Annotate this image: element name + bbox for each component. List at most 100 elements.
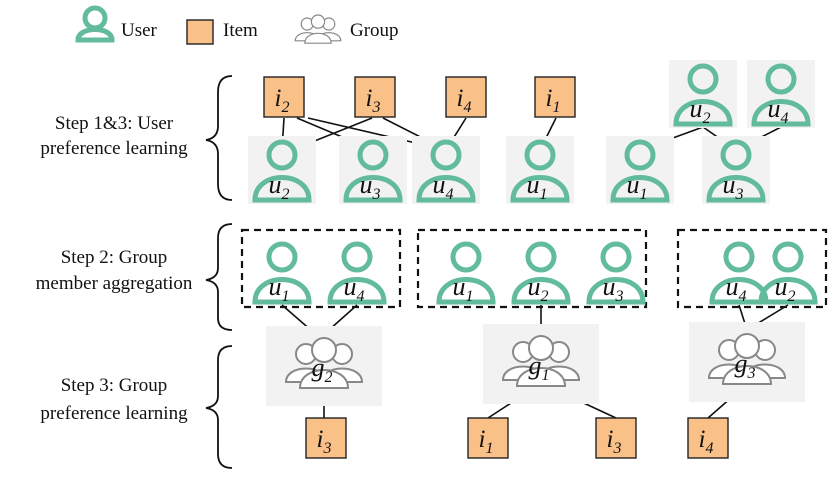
- step3-label-line1: Step 3: Group: [61, 375, 168, 396]
- item-label: i2: [275, 85, 290, 116]
- item-square-icon: [534, 76, 576, 118]
- user-label: u2: [269, 170, 290, 203]
- bottom-item-3: i3: [595, 417, 637, 459]
- item-label: i1: [479, 426, 494, 457]
- user-icon: [706, 139, 766, 203]
- user-label: u1: [527, 170, 548, 203]
- group-box-3-user-2: u2: [758, 241, 818, 305]
- user-label: u1: [269, 272, 290, 305]
- row2-user-6: u3: [702, 136, 770, 204]
- item-square-icon: [595, 417, 637, 459]
- legend: User Item Group: [75, 5, 399, 45]
- row2-user-2: u3: [339, 136, 407, 204]
- group-box-1: [240, 228, 402, 309]
- step2-label-line1: Step 2: Group: [61, 247, 168, 268]
- upper-user-2: u4: [747, 60, 815, 128]
- group-box-2-user-2: u2: [511, 241, 571, 305]
- item-label: i4: [457, 85, 472, 116]
- step1-label-line1: Step 1&3: User: [55, 113, 174, 134]
- bottom-item-2: i1: [467, 417, 509, 459]
- user-label: u4: [344, 272, 365, 305]
- step1-brace: [205, 75, 233, 201]
- user-icon: [252, 139, 312, 203]
- user-label: u4: [768, 94, 789, 127]
- item-square-icon: [687, 417, 729, 459]
- user-icon: [327, 241, 387, 305]
- user-icon: [416, 139, 476, 203]
- bottom-item-4: i4: [687, 417, 729, 459]
- item-label: i3: [366, 85, 381, 116]
- step1-label-line2: preference learning: [40, 138, 188, 159]
- user-label: u1: [453, 272, 474, 305]
- diagram-nodes: i2 i3 i4 i1 u2 u4 u2 u3 u4 u1 u1 u3 u1 u4 u1 u2 u3 u4 u2 g2…: [248, 60, 818, 459]
- user-label: u4: [433, 170, 454, 203]
- user-icon: [673, 63, 733, 127]
- user-label: u4: [726, 272, 747, 305]
- user-label: u1: [627, 170, 648, 203]
- row2-user-3: u4: [412, 136, 480, 204]
- user-label: u3: [603, 272, 624, 305]
- row1-item-2: i3: [354, 76, 396, 118]
- item-square-icon: [467, 417, 509, 459]
- user-icon: [758, 241, 818, 305]
- group-box-3-user-1: u4: [709, 241, 769, 305]
- row2-user-5: u1: [606, 136, 674, 204]
- upper-user-1: u2: [669, 60, 737, 128]
- group-node-1: g2: [266, 326, 382, 406]
- step2-label-line2: member aggregation: [36, 273, 193, 294]
- group-icon: [501, 335, 581, 387]
- group-box-1-user-1: u1: [252, 241, 312, 305]
- item-square-icon: [445, 76, 487, 118]
- item-square-icon: [263, 76, 305, 118]
- step2-brace: [205, 223, 233, 331]
- group-icon: [284, 337, 364, 389]
- item-square-icon: [305, 417, 347, 459]
- user-icon: [252, 241, 312, 305]
- user-icon: [343, 139, 403, 203]
- item-label: i1: [546, 85, 561, 116]
- legend-group-icon: [294, 14, 342, 44]
- user-label: u2: [690, 94, 711, 127]
- row2-user-1: u2: [248, 136, 316, 204]
- user-icon: [709, 241, 769, 305]
- item-label: i4: [699, 426, 714, 457]
- group-box-3: [676, 228, 828, 309]
- user-icon: [511, 241, 571, 305]
- group-label: g3: [735, 349, 756, 382]
- user-label: u3: [360, 170, 381, 203]
- item-square-icon: [354, 76, 396, 118]
- user-icon: [586, 241, 646, 305]
- group-box-1-user-2: u4: [327, 241, 387, 305]
- bottom-item-1: i3: [305, 417, 347, 459]
- step3-label-line2: preference learning: [40, 403, 188, 424]
- user-label: u2: [528, 272, 549, 305]
- legend-group-label: Group: [350, 20, 399, 41]
- legend-user-icon: [75, 5, 115, 43]
- item-label: i3: [317, 426, 332, 457]
- row1-item-4: i1: [534, 76, 576, 118]
- row1-item-1: i2: [263, 76, 305, 118]
- user-label: u3: [723, 170, 744, 203]
- user-icon: [610, 139, 670, 203]
- group-label: g1: [529, 351, 550, 384]
- group-label: g2: [312, 353, 333, 386]
- legend-item-icon: [186, 19, 214, 45]
- user-icon: [751, 63, 811, 127]
- legend-item-label: Item: [223, 20, 258, 41]
- legend-user-label: User: [121, 20, 158, 41]
- row1-item-3: i4: [445, 76, 487, 118]
- item-label: i3: [607, 426, 622, 457]
- user-icon: [436, 241, 496, 305]
- group-box-2-user-3: u3: [586, 241, 646, 305]
- user-icon: [510, 139, 570, 203]
- step3-brace: [205, 345, 233, 469]
- group-node-3: g3: [689, 322, 805, 402]
- group-box-2-user-1: u1: [436, 241, 496, 305]
- group-box-2: [416, 228, 648, 309]
- user-label: u2: [775, 272, 796, 305]
- group-node-2: g1: [483, 324, 599, 404]
- group-icon: [707, 333, 787, 385]
- row2-user-4: u1: [506, 136, 574, 204]
